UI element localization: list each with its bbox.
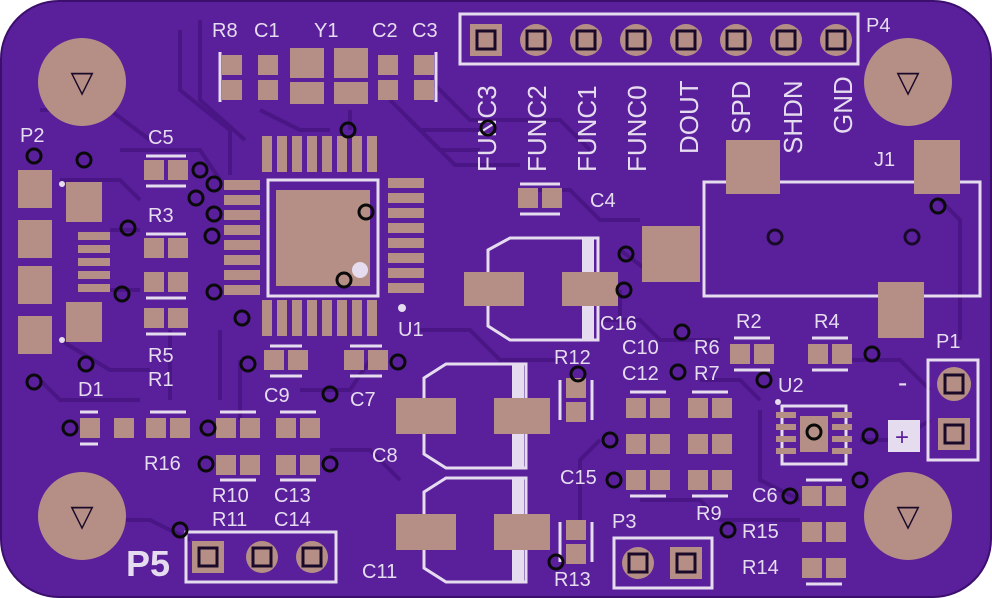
label-r8: R8	[212, 20, 238, 42]
label-c16: C16	[600, 313, 637, 335]
pin-label-func2: FUNC2	[522, 85, 552, 172]
label-p4: P4	[866, 15, 890, 37]
chip-u2	[775, 399, 852, 466]
label-c2: C2	[372, 20, 398, 42]
pin-label-gnd: GND	[828, 76, 858, 134]
label-c11: C11	[362, 561, 397, 583]
pin-label-spd: SPD	[726, 81, 756, 134]
label-r15: R15	[742, 521, 779, 543]
header-p4-outline	[458, 12, 860, 66]
label-r7: R7	[694, 363, 720, 385]
chip-u1	[224, 136, 424, 336]
label-c1: C1	[254, 20, 280, 42]
label-r2: R2	[736, 311, 762, 333]
connector-p2	[18, 170, 110, 354]
label-r4: R4	[814, 311, 840, 333]
label-c6: C6	[752, 485, 778, 507]
pin-label-func1: FUNC1	[572, 85, 602, 172]
polarity-plus: +	[895, 424, 909, 451]
label-c10: C10	[622, 337, 659, 359]
header-p3	[612, 536, 714, 590]
pin-label-dout: DOUT	[674, 80, 704, 154]
label-c8: C8	[372, 445, 398, 467]
mount-hole-tl-icon: ▽	[70, 65, 93, 100]
label-c3: C3	[412, 20, 438, 42]
label-r12: R12	[554, 347, 591, 369]
pin-label-func3: FUNC3	[472, 85, 502, 172]
polarity-minus: -	[898, 367, 907, 398]
mount-hole-tr-icon: ▽	[896, 65, 919, 100]
label-r11: R11	[212, 509, 247, 531]
label-c14: C14	[274, 509, 311, 531]
label-r13: R13	[554, 569, 591, 591]
silk-outlines	[80, 52, 848, 586]
label-r9: R9	[696, 503, 722, 525]
label-p3: P3	[612, 511, 636, 533]
label-r10: R10	[212, 485, 249, 507]
header-p5	[184, 530, 338, 584]
label-p2: P2	[20, 125, 44, 147]
label-r14: R14	[742, 557, 779, 579]
via-markers	[25, 119, 947, 571]
label-r5: R5	[148, 345, 174, 367]
label-u1: U1	[398, 319, 424, 341]
label-c15: C15	[560, 467, 597, 489]
header-p1	[888, 358, 980, 462]
label-r6: R6	[694, 337, 720, 359]
mount-hole-br-icon: ▽	[896, 499, 919, 534]
label-c12: C12	[622, 363, 659, 385]
cap-c8	[396, 362, 550, 470]
pin-label-shdn: SHDN	[778, 80, 808, 154]
label-p5: P5	[126, 543, 170, 584]
label-r1: R1	[148, 369, 174, 391]
label-c7: C7	[350, 389, 376, 411]
label-r3: R3	[148, 205, 174, 227]
label-u2: U2	[778, 375, 804, 397]
label-d1: D1	[78, 379, 104, 401]
label-c13: C13	[274, 485, 311, 507]
cap-c11	[396, 476, 550, 584]
mount-holes	[38, 38, 952, 560]
label-c4: C4	[590, 190, 616, 212]
label-c5: C5	[148, 127, 174, 149]
label-y1: Y1	[314, 20, 338, 42]
smd-parts	[80, 48, 852, 578]
cap-c16	[464, 236, 618, 342]
label-c9: C9	[264, 385, 290, 407]
mount-hole-bl-icon: ▽	[70, 499, 93, 534]
header-p4-pins	[470, 24, 852, 56]
connector-j1	[642, 140, 982, 338]
label-r16: R16	[144, 453, 181, 475]
pin-label-func0: FUNC0	[622, 85, 652, 172]
label-p1: P1	[936, 331, 960, 353]
label-j1: J1	[874, 149, 895, 171]
